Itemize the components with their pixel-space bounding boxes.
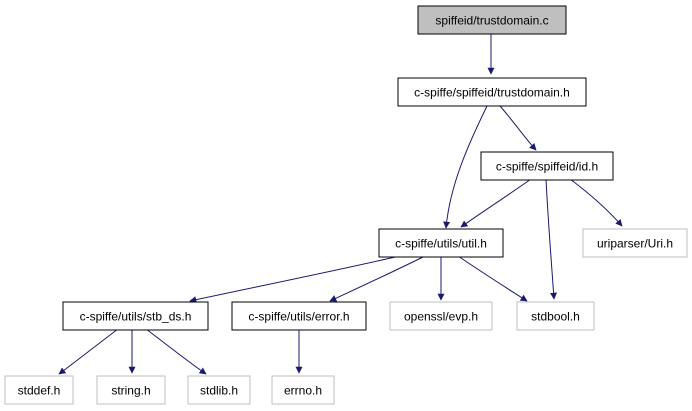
nodes-group: spiffeid/trustdomain.c c-spiffe/spiffeid…	[4, 5, 688, 405]
node-label: c-spiffe/utils/error.h	[248, 310, 349, 324]
edge-util-h-to-error-h	[329, 255, 426, 302]
node-stdbool-h[interactable]: stdbool.h	[516, 301, 595, 331]
node-box	[187, 375, 251, 405]
node-box	[397, 77, 587, 107]
node-trustdomain-h[interactable]: c-spiffe/spiffeid/trustdomain.h	[397, 77, 587, 107]
node-label: c-spiffe/spiffeid/id.h	[496, 160, 598, 174]
node-stddef-h[interactable]: stddef.h	[4, 375, 74, 405]
node-label: c-spiffe/utils/stb_ds.h	[80, 310, 192, 324]
node-label: string.h	[111, 384, 150, 398]
edge-stb-ds-h-to-stdlib-h	[145, 328, 207, 375]
node-uri-h[interactable]: uriparser/Uri.h	[582, 228, 688, 258]
node-label: stddef.h	[18, 384, 61, 398]
node-stb-ds-h[interactable]: c-spiffe/utils/stb_ds.h	[62, 301, 209, 331]
node-box	[62, 301, 209, 331]
node-id-h[interactable]: c-spiffe/spiffeid/id.h	[480, 151, 614, 181]
node-string-h[interactable]: string.h	[96, 375, 166, 405]
edge-stb-ds-h-to-stddef-h	[58, 328, 119, 375]
node-label: openssl/evp.h	[404, 310, 478, 324]
node-box	[378, 228, 504, 258]
node-error-h[interactable]: c-spiffe/utils/error.h	[231, 301, 367, 331]
node-box	[582, 228, 688, 258]
node-box	[4, 375, 74, 405]
node-label: spiffeid/trustdomain.c	[435, 14, 548, 28]
node-trustdomain-c[interactable]: spiffeid/trustdomain.c	[417, 5, 567, 35]
node-label: stdbool.h	[531, 310, 580, 324]
edges-group	[58, 34, 623, 375]
node-box	[389, 301, 493, 331]
node-box	[480, 151, 614, 181]
node-label: uriparser/Uri.h	[597, 237, 673, 251]
edge-id-h-to-util-h	[460, 178, 532, 228]
node-util-h[interactable]: c-spiffe/utils/util.h	[378, 228, 504, 258]
node-evp-h[interactable]: openssl/evp.h	[389, 301, 493, 331]
node-label: c-spiffe/spiffeid/trustdomain.h	[414, 86, 570, 100]
node-box	[516, 301, 595, 331]
edge-id-h-to-stdbool-h	[545, 178, 558, 300]
edge-util-h-to-stdbool-h	[457, 255, 528, 302]
edge-trustdomain-h-to-util-h	[443, 105, 488, 229]
edge-trustdomain-h-to-id-h	[499, 105, 537, 151]
node-box	[417, 5, 567, 35]
edge-util-h-to-stb-ds-h	[189, 254, 405, 304]
node-box	[96, 375, 166, 405]
node-label: stdlib.h	[200, 384, 238, 398]
node-box	[271, 375, 335, 405]
node-errno-h[interactable]: errno.h	[271, 375, 335, 405]
node-box	[231, 301, 367, 331]
node-stdlib-h[interactable]: stdlib.h	[187, 375, 251, 405]
node-label: errno.h	[284, 384, 322, 398]
edge-id-h-to-uri-h	[569, 178, 623, 227]
node-label: c-spiffe/utils/util.h	[395, 237, 487, 251]
